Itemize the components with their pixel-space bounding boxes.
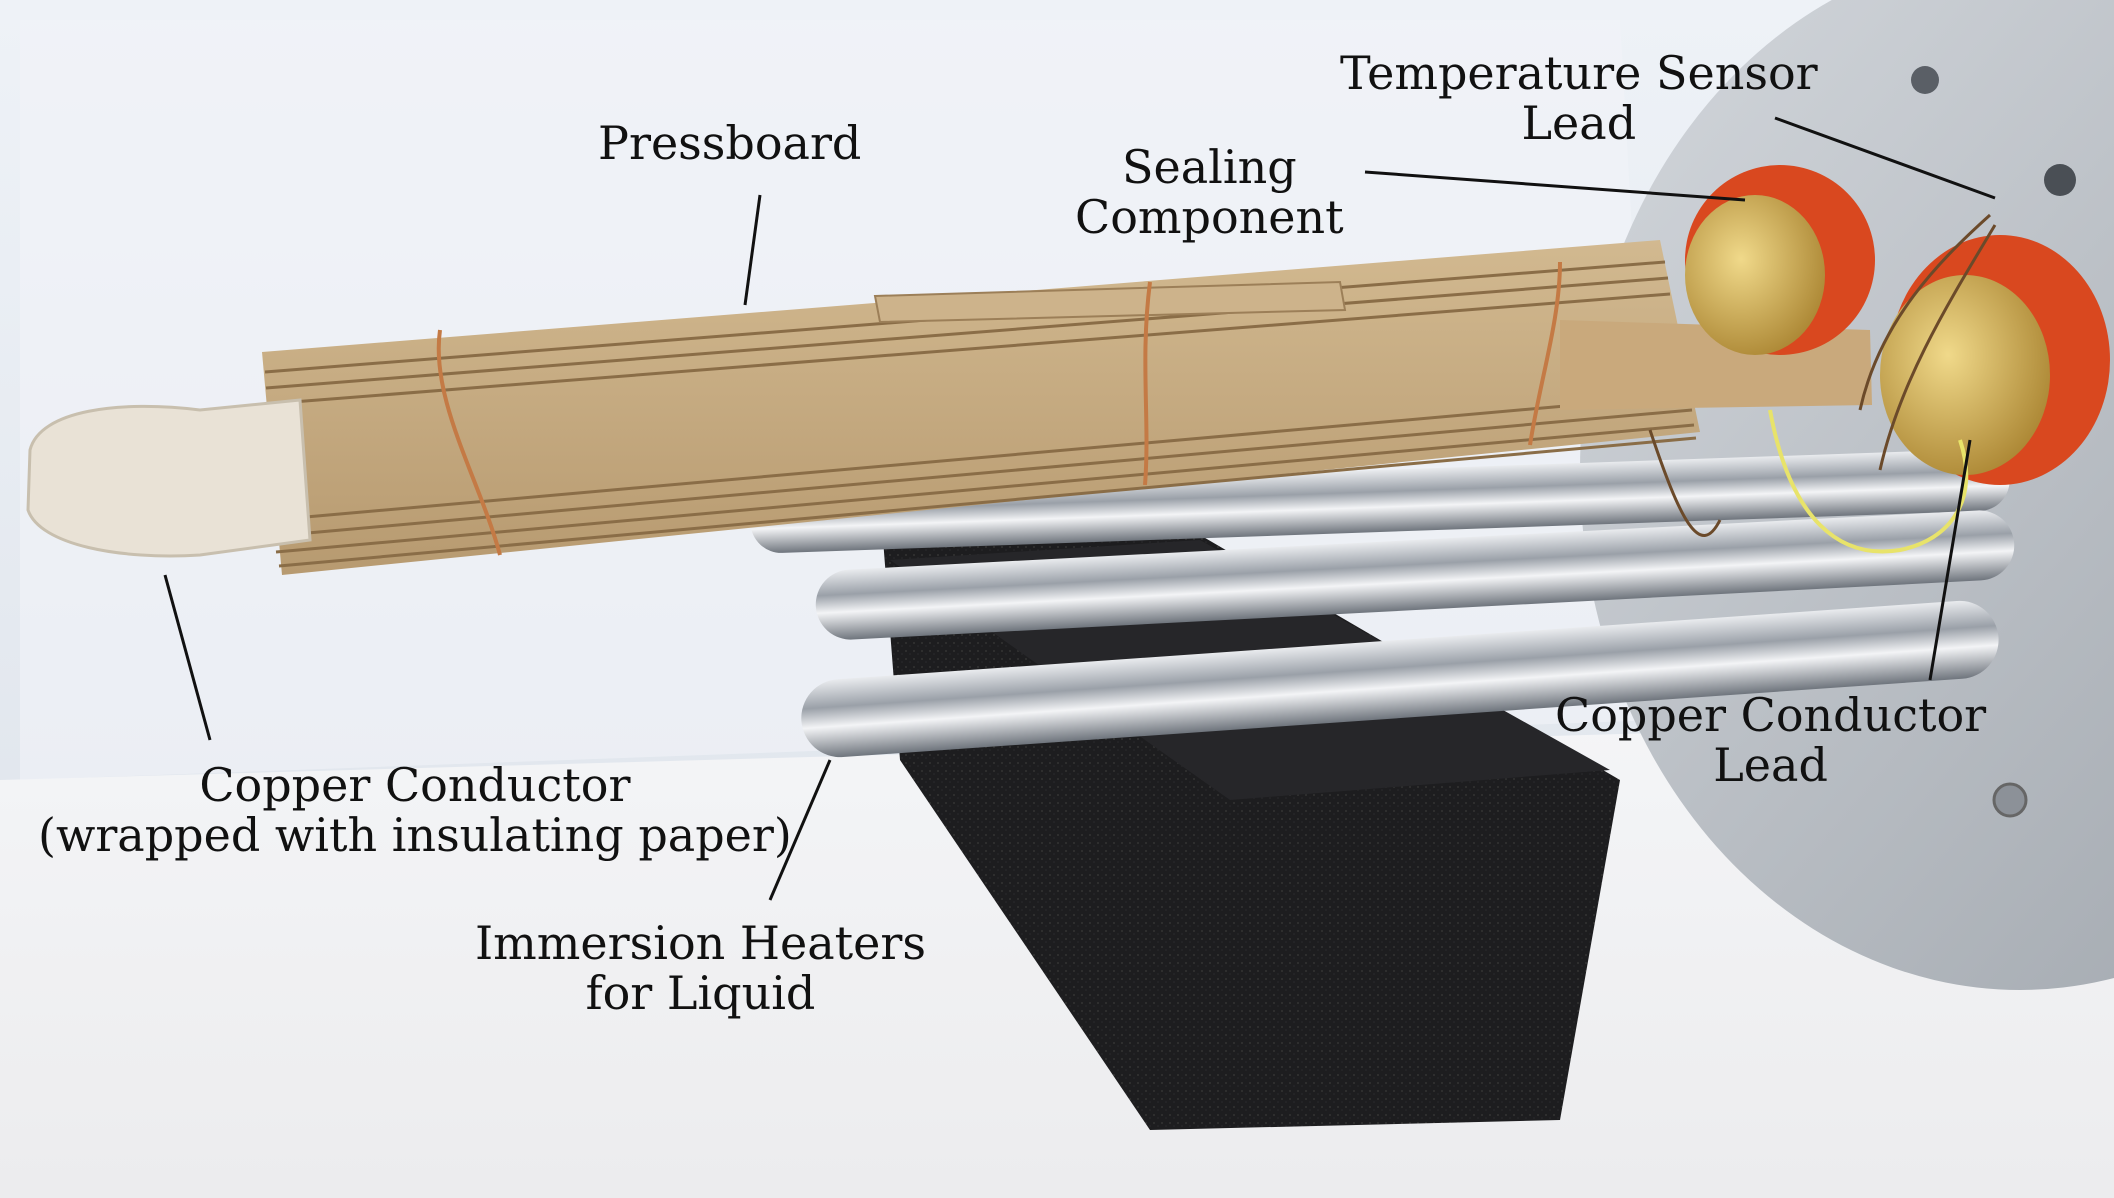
copper-wrapped-line-2: (wrapped with insulating paper)	[38, 808, 792, 862]
pressboard-stack	[262, 240, 1700, 575]
yellow-wire	[1768, 409, 1969, 554]
heater-rod	[750, 449, 2010, 553]
paper-wrapped-conductor	[26, 398, 312, 558]
label-copper-conductor-lead: Copper Conductor Lead	[1555, 690, 1986, 790]
label-immersion-heaters: Immersion Heaters for Liquid	[475, 918, 926, 1018]
pressboard-top-plate	[873, 280, 1347, 324]
label-copper-conductor-wrapped: Copper Conductor (wrapped with insulatin…	[38, 760, 792, 860]
sensor-wires	[1648, 213, 1997, 537]
label-pressboard: Pressboard	[598, 118, 861, 168]
label-sealing-component: Sealing Component	[1075, 142, 1344, 242]
flange-hole	[2044, 164, 2076, 196]
heaters-line-1: Immersion Heaters	[475, 916, 926, 970]
copper-wrapped-line-1: Copper Conductor	[199, 758, 631, 812]
heater-rod	[801, 600, 1999, 758]
sealing-line-1: Sealing	[1121, 140, 1297, 194]
pointer-lines	[163, 116, 1996, 901]
heater-rod	[815, 510, 2015, 640]
copper-ties	[436, 261, 1562, 556]
heaters-line-2: for Liquid	[585, 966, 816, 1020]
sealing-line-2: Component	[1075, 190, 1344, 244]
copper-lead-line-2: Lead	[1713, 738, 1828, 792]
copper-lead-line-1: Copper Conductor	[1555, 688, 1987, 742]
flange-hole	[1911, 66, 1939, 94]
sealing-component-brass	[1880, 275, 2050, 475]
temp-line-1: Temperature Sensor	[1340, 46, 1818, 100]
pressboard-text: Pressboard	[598, 116, 862, 170]
label-temperature-sensor-lead: Temperature Sensor Lead	[1340, 48, 1818, 148]
sealing-component-brass	[1685, 195, 1825, 355]
flange-bolt	[1992, 782, 2028, 818]
temp-line-2: Lead	[1521, 96, 1637, 150]
